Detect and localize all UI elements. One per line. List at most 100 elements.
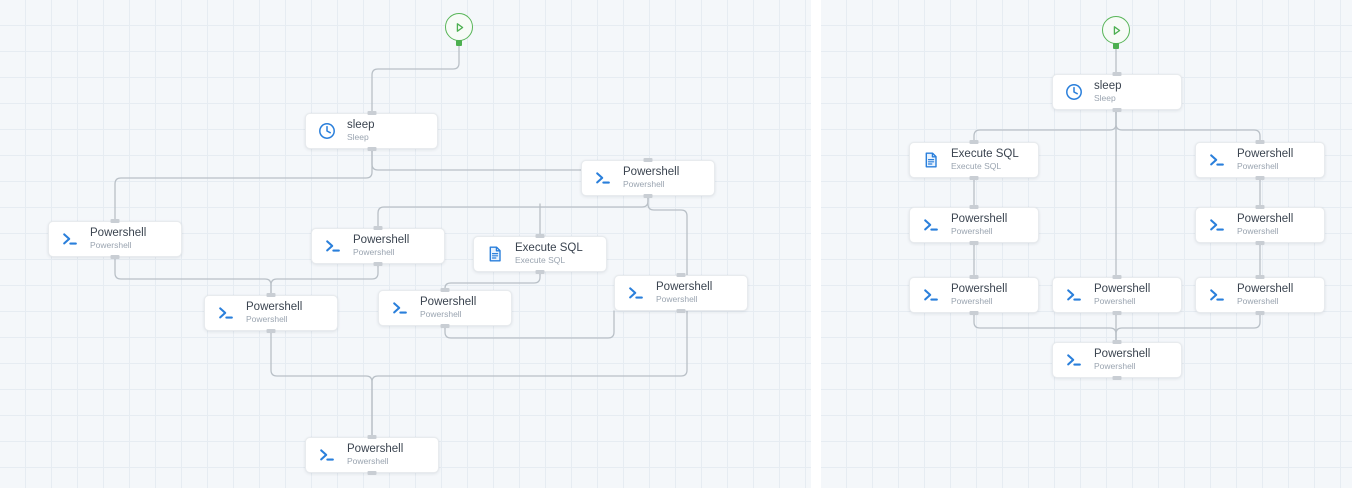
node-title: Powershell	[623, 166, 680, 178]
terminal-icon	[1206, 284, 1228, 306]
node-subtitle: Powershell	[90, 240, 132, 250]
play-icon	[1113, 25, 1120, 35]
node-title: Powershell	[951, 283, 1008, 295]
terminal-icon	[920, 214, 942, 236]
node-input-handle[interactable]	[110, 219, 120, 223]
node-input-handle[interactable]	[676, 273, 686, 277]
node-output-handle[interactable]	[373, 262, 383, 266]
node-title: Powershell	[353, 234, 410, 246]
terminal-icon	[389, 297, 411, 319]
terminal-icon	[1063, 349, 1085, 371]
node-output-handle[interactable]	[440, 324, 450, 328]
workflow-edge	[114, 256, 272, 296]
start-output-handle[interactable]	[456, 40, 462, 46]
node-output-handle[interactable]	[969, 241, 979, 245]
node-subtitle: Powershell	[353, 247, 395, 257]
node-title: Powershell	[420, 296, 477, 308]
workflow-edge	[371, 310, 688, 438]
node-output-handle[interactable]	[1112, 376, 1122, 380]
node-output-handle[interactable]	[1112, 108, 1122, 112]
workflow-edge	[647, 195, 688, 276]
start-node[interactable]	[445, 13, 473, 41]
node-subtitle: Execute SQL	[951, 161, 1002, 171]
node-input-handle[interactable]	[1255, 140, 1265, 144]
node-input-handle[interactable]	[440, 288, 450, 292]
node-input-handle[interactable]	[1112, 340, 1122, 344]
node-input-handle[interactable]	[367, 435, 377, 439]
node-title: Powershell	[1094, 348, 1151, 360]
node-output-handle[interactable]	[367, 147, 376, 151]
node-input-handle[interactable]	[1255, 275, 1265, 279]
node-output-handle[interactable]	[367, 471, 377, 475]
node-title: Powershell	[90, 227, 147, 239]
workflow-edge	[1115, 312, 1261, 343]
node-output-handle[interactable]	[1112, 311, 1122, 315]
node-output-handle[interactable]	[676, 309, 686, 313]
workflow-edge	[371, 39, 460, 114]
node-input-handle[interactable]	[1112, 275, 1122, 279]
play-icon	[456, 22, 463, 32]
node-input-handle[interactable]	[1112, 72, 1122, 76]
node-output-handle[interactable]	[969, 176, 979, 180]
node-input-handle[interactable]	[535, 234, 545, 238]
node-input-handle[interactable]	[373, 226, 383, 230]
node-input-handle[interactable]	[266, 293, 276, 297]
node-output-handle[interactable]	[969, 311, 979, 315]
node-input-handle[interactable]	[969, 205, 979, 209]
node-subtitle: Powershell	[1237, 226, 1279, 236]
node-input-handle[interactable]	[1255, 205, 1265, 209]
terminal-icon	[59, 228, 81, 250]
node-output-handle[interactable]	[110, 255, 120, 259]
node-input-handle[interactable]	[969, 275, 979, 279]
start-node[interactable]	[1102, 16, 1130, 44]
node-output-handle[interactable]	[1255, 311, 1265, 315]
node-output-handle[interactable]	[643, 194, 653, 198]
node-subtitle: Sleep	[1094, 93, 1116, 103]
workflow-edge	[444, 271, 541, 291]
terminal-icon	[592, 167, 614, 189]
node-subtitle: Powershell	[347, 456, 389, 466]
node-input-handle[interactable]	[643, 158, 653, 162]
node-output-handle[interactable]	[1255, 241, 1265, 245]
node-output-handle[interactable]	[1255, 176, 1265, 180]
start-output-handle[interactable]	[1113, 43, 1119, 49]
node-input-handle[interactable]	[367, 111, 376, 115]
terminal-icon	[1206, 149, 1228, 171]
node-title: Powershell	[1237, 213, 1294, 225]
node-input-handle[interactable]	[969, 140, 979, 144]
node-subtitle: Powershell	[951, 226, 993, 236]
workflow-edge	[270, 330, 373, 438]
node-output-handle[interactable]	[535, 270, 545, 274]
terminal-icon	[625, 282, 647, 304]
node-output-handle[interactable]	[266, 329, 276, 333]
node-subtitle: Powershell	[623, 179, 665, 189]
